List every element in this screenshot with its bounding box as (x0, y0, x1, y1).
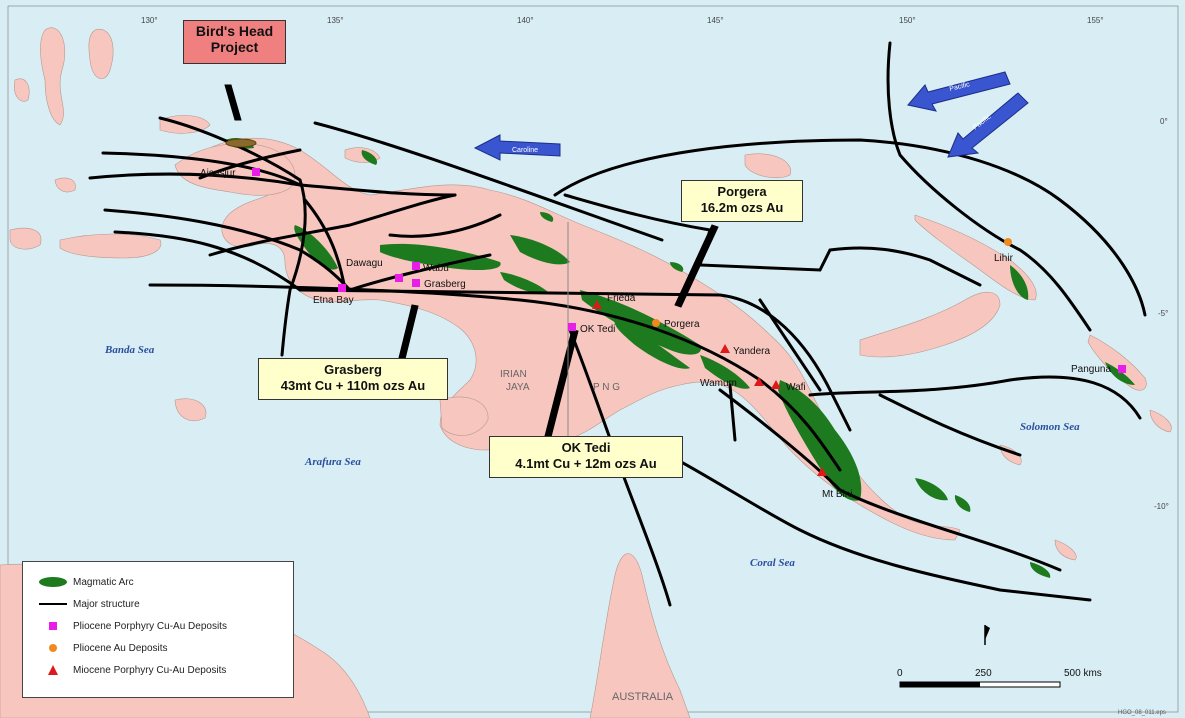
legend-label: Pliocene Au Deposits (73, 642, 168, 654)
callout-porgera-line2: 16.2m ozs Au (700, 200, 784, 215)
lon-label: 155° (1087, 16, 1104, 25)
callout-birds-head-line1: Bird's Head (195, 23, 274, 39)
label-wafi: Wafi (786, 382, 806, 393)
callout-grasberg-line1: Grasberg (324, 362, 382, 377)
lon-label: 135° (327, 16, 344, 25)
callout-ok-tedi-line1: OK Tedi (561, 440, 611, 455)
legend-item-pliocene-au: Pliocene Au Deposits (35, 640, 168, 656)
scale-label-500: 500 kms (1064, 668, 1102, 679)
label-aisasjur: Aisasjur (200, 168, 236, 179)
map-credit: HGO_08_011.eps (1118, 710, 1166, 716)
callout-ok-tedi-line2: 4.1mt Cu + 12m ozs Au (515, 456, 657, 471)
new-britain (859, 292, 1001, 358)
label-wabu: Wabu (423, 263, 449, 274)
pliocene-au-marker (652, 319, 660, 327)
pacific-arrow-label-1: Pacific (949, 81, 971, 93)
callout-porgera: Porgera 16.2m ozs Au (681, 180, 803, 222)
region-label-png: P N G (593, 382, 620, 393)
magmatic-arc-swatch-icon (39, 577, 67, 587)
pliocene-porphyry-marker (1118, 365, 1126, 373)
lat-label: -5° (1158, 309, 1168, 318)
map-legend: Magmatic Arc Major structure Pliocene Po… (22, 561, 294, 698)
seram (59, 233, 162, 259)
bougainville (1087, 334, 1147, 391)
legend-label: Major structure (73, 598, 140, 610)
major-structure-line-icon (39, 603, 67, 605)
sea-label-banda: Banda Sea (104, 344, 155, 356)
scale-label-250: 250 (975, 668, 992, 679)
caroline-arrow-label: Caroline (512, 147, 538, 154)
region-label-australia: AUSTRALIA (612, 691, 674, 703)
lon-label: 130° (141, 16, 158, 25)
pliocene-porphyry-marker (568, 323, 576, 331)
legend-item-miocene-porphyry: Miocene Porphyry Cu-Au Deposits (35, 662, 226, 678)
label-ok-tedi: OK Tedi (580, 324, 615, 335)
legend-item-major-structure: Major structure (35, 596, 140, 612)
legend-label: Miocene Porphyry Cu-Au Deposits (73, 664, 227, 676)
pliocene-porphyry-marker (252, 168, 260, 176)
sea-label-solomon: Solomon Sea (1020, 421, 1080, 433)
miocene-porphyry-marker (592, 300, 602, 309)
sea-label-arafura: Arafura Sea (304, 456, 361, 468)
caroline-arrow (473, 134, 561, 161)
pliocene-porphyry-marker (412, 279, 420, 287)
lon-label: 145° (707, 16, 724, 25)
lon-label: 150° (899, 16, 916, 25)
birds-head-project-area (225, 138, 257, 148)
legend-item-magmatic-arc: Magmatic Arc (35, 574, 134, 590)
scale-bar (899, 681, 1061, 688)
pliocene-porphyry-marker (412, 262, 420, 270)
pacific-arrow-2 (947, 92, 1029, 158)
label-dawagu: Dawagu (346, 258, 383, 269)
label-grasberg: Grasberg (424, 279, 466, 290)
miocene-porphyry-marker (771, 380, 781, 389)
label-wamum: Wamum (700, 378, 737, 389)
miocene-porphyry-triangle-icon (48, 665, 58, 675)
north-arrow-icon (984, 625, 990, 645)
miocene-porphyry-marker (754, 377, 764, 386)
label-mt-bini: Mt Bini (822, 489, 853, 500)
callout-birds-head-line2: Project (210, 39, 259, 55)
pliocene-porphyry-marker (395, 274, 403, 282)
scale-label-0: 0 (897, 668, 903, 679)
new-ireland (914, 214, 1037, 301)
region-label-irian: IRIAN (500, 369, 527, 380)
legend-label: Magmatic Arc (73, 576, 134, 588)
callout-grasberg: Grasberg 43mt Cu + 110m ozs Au (258, 358, 448, 400)
legend-label: Pliocene Porphyry Cu-Au Deposits (73, 620, 227, 632)
label-panguna: Panguna (1071, 364, 1111, 375)
legend-item-pliocene-porphyry: Pliocene Porphyry Cu-Au Deposits (35, 618, 227, 634)
region-label-jaya: JAYA (506, 382, 530, 393)
label-lihir: Lihir (994, 253, 1014, 264)
lat-label: -10° (1154, 502, 1169, 511)
callout-ok-tedi: OK Tedi 4.1mt Cu + 12m ozs Au (489, 436, 683, 478)
sea-label-coral: Coral Sea (750, 557, 795, 569)
lon-label: 140° (517, 16, 534, 25)
callout-birds-head: Bird's Head Project (183, 20, 286, 64)
lat-label: 0° (1160, 117, 1168, 126)
pacific-arrow-1 (907, 71, 1011, 112)
pliocene-au-circle-icon (49, 644, 57, 652)
label-porgera: Porgera (664, 319, 700, 330)
cape-york (589, 553, 691, 718)
major-structures (88, 41, 1147, 607)
label-etna-bay: Etna Bay (313, 295, 354, 306)
miocene-porphyry-marker (720, 344, 730, 353)
callout-porgera-line1: Porgera (717, 184, 767, 199)
pliocene-au-marker (1004, 238, 1012, 246)
pliocene-porphyry-square-icon (49, 622, 57, 630)
label-yandera: Yandera (733, 346, 771, 357)
deposit-markers (252, 168, 1126, 476)
pliocene-porphyry-marker (338, 284, 346, 292)
plate-arrows (473, 71, 1029, 161)
miocene-porphyry-marker (817, 467, 827, 476)
label-frieda: Frieda (607, 293, 636, 304)
callout-grasberg-line2: 43mt Cu + 110m ozs Au (280, 378, 426, 393)
